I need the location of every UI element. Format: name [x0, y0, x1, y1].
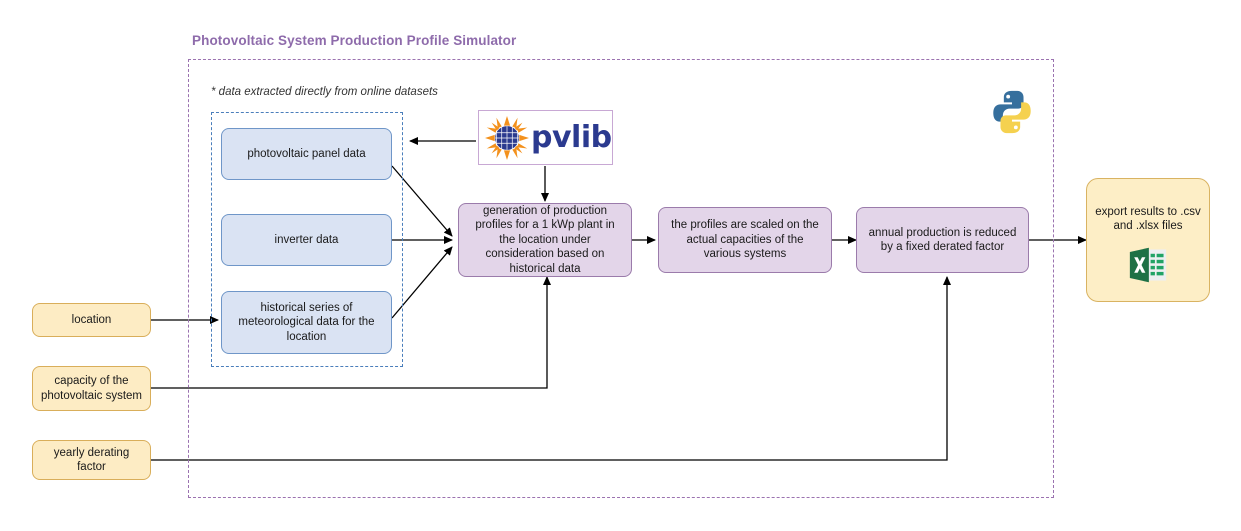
footnote-text: * data extracted directly from online da… [211, 86, 438, 98]
node-export-results[interactable]: export results to .csv and .xlsx files [1086, 178, 1210, 302]
node-label: location [71, 313, 112, 326]
node-label: capacity of the photovoltaic system [41, 375, 142, 402]
pvlib-wordmark: pvlib [531, 119, 612, 155]
node-photovoltaic-panel-data[interactable]: photovoltaic panel data [221, 128, 392, 180]
node-input-capacity[interactable]: capacity of the photovoltaic system [32, 366, 151, 411]
node-label: inverter data [274, 233, 339, 246]
node-apply-derating[interactable]: annual production is reduced by a fixed … [856, 207, 1029, 273]
node-label: photovoltaic panel data [247, 147, 366, 160]
node-input-location[interactable]: location [32, 303, 151, 337]
node-label: historical series of meteorological data… [238, 301, 375, 343]
node-input-derating-factor[interactable]: yearly derating factor [32, 440, 151, 480]
node-label: annual production is reduced by a fixed … [868, 226, 1017, 253]
node-label: the profiles are scaled on the actual ca… [671, 219, 819, 261]
node-meteorological-data[interactable]: historical series of meteorological data… [221, 291, 392, 354]
page-title: Photovoltaic System Production Profile S… [192, 33, 517, 48]
node-label: yearly derating factor [53, 446, 130, 473]
node-inverter-data[interactable]: inverter data [221, 214, 392, 266]
node-scale-profiles[interactable]: the profiles are scaled on the actual ca… [658, 207, 832, 273]
node-label: generation of production profiles for a … [475, 205, 615, 275]
simulator-boundary [188, 59, 1054, 498]
python-logo-icon [993, 90, 1031, 134]
node-label: export results to .csv and .xlsx files [1095, 206, 1201, 233]
excel-file-icon [1129, 247, 1167, 283]
pvlib-sun-panel-icon [485, 115, 529, 160]
pvlib-logo-box[interactable]: pvlib [478, 110, 613, 165]
online-datasets-group [211, 112, 403, 367]
node-generation-of-profiles[interactable]: generation of production profiles for a … [458, 203, 632, 277]
